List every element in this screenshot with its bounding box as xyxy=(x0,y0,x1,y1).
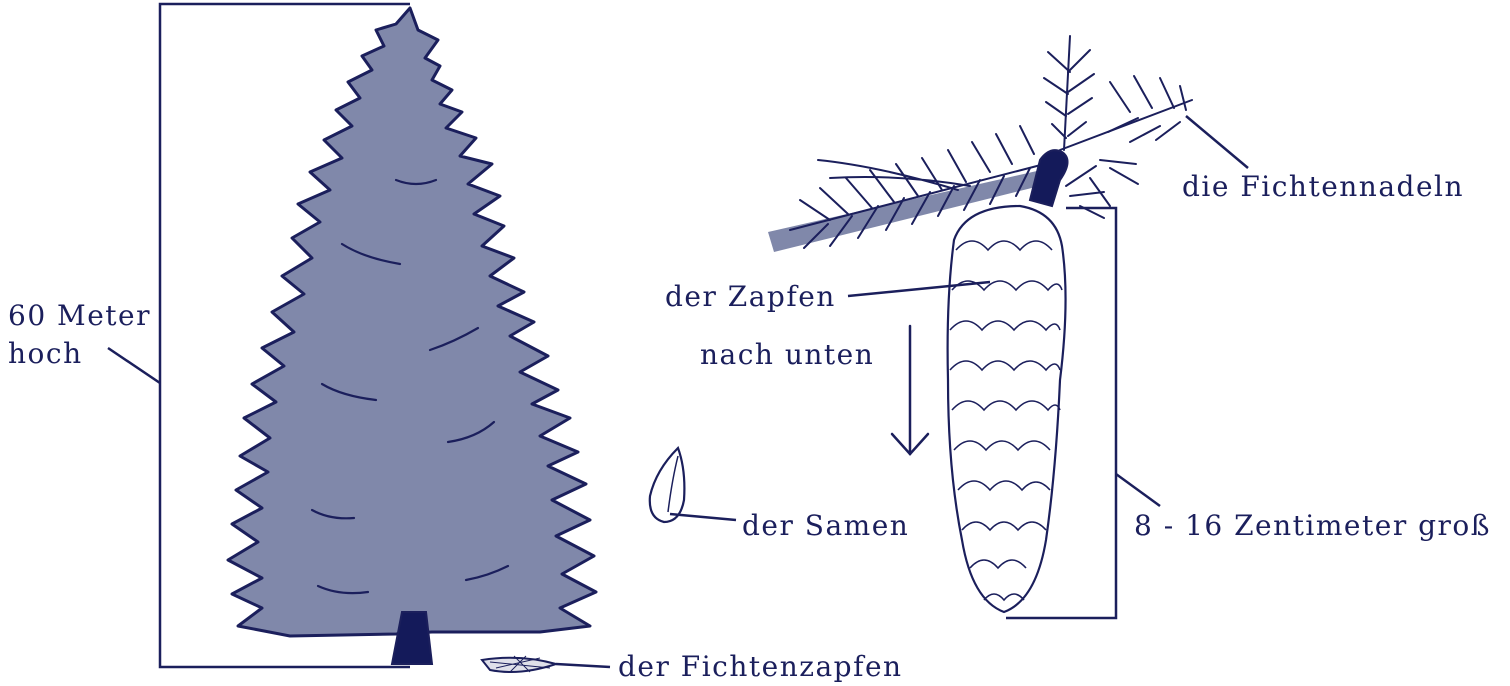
seed-icon xyxy=(650,448,685,522)
needles-label: die Fichtennadeln xyxy=(1182,168,1464,206)
cone-size-leader xyxy=(1116,474,1160,506)
tree-height-label: 60 Meter hoch xyxy=(8,297,151,373)
small-cone-icon xyxy=(482,656,556,672)
seed-label: der Samen xyxy=(742,507,909,545)
spruce-cone-label: der Fichtenzapfen xyxy=(618,648,903,686)
cone-stalk xyxy=(1030,150,1068,206)
tree-height-label-line2: hoch xyxy=(8,335,151,373)
needles-leader xyxy=(1186,116,1248,168)
small-cone-leader xyxy=(556,664,610,667)
down-arrow-icon xyxy=(892,326,928,454)
cone-size-label: 8 - 16 Zentimeter groß xyxy=(1134,507,1491,545)
cone-label: der Zapfen xyxy=(665,278,836,316)
spruce-tree-icon xyxy=(228,8,596,636)
tree-height-label-line1: 60 Meter xyxy=(8,297,151,335)
direction-label: nach unten xyxy=(700,336,874,374)
seed-leader xyxy=(670,514,736,520)
